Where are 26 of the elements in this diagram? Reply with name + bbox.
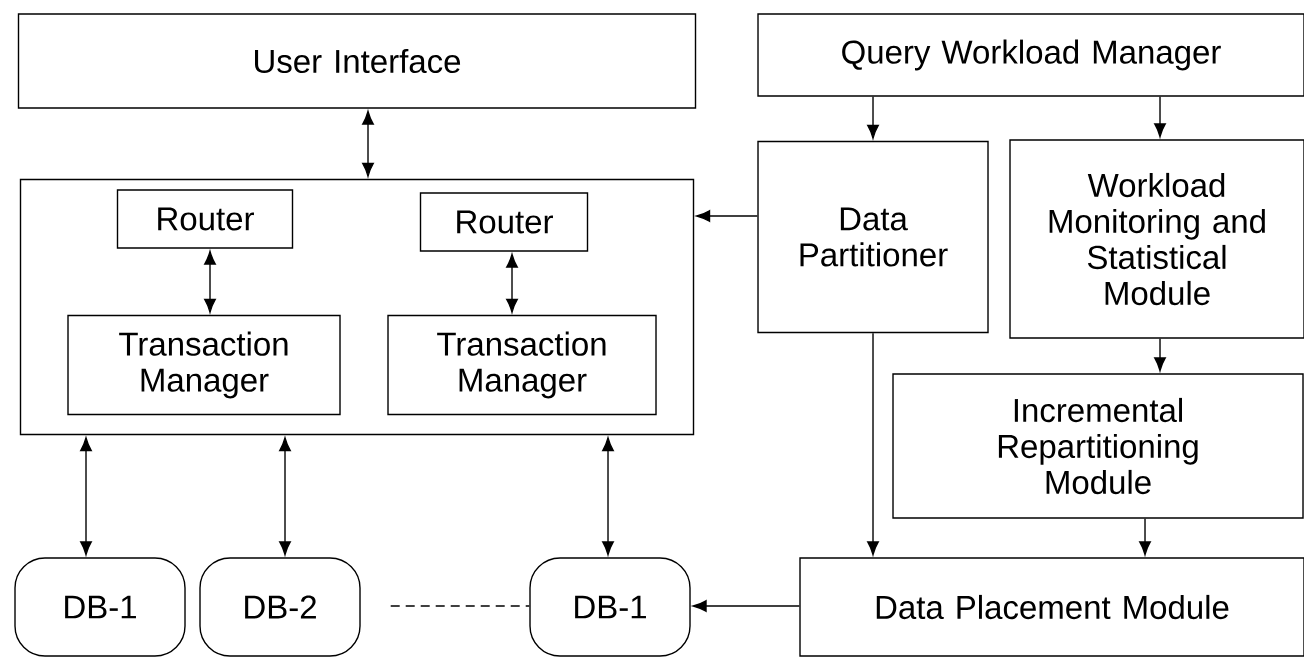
arrow: [1154, 96, 1166, 138]
process-box: Router: [116, 189, 294, 249]
process-box: Workload Monitoring and Statistical Module: [1009, 139, 1304, 339]
arrow: [362, 110, 374, 177]
process-box: Data Placement Module: [799, 557, 1304, 657]
process-box: Router: [419, 192, 589, 252]
process-box: Query Workload Manager: [757, 13, 1304, 97]
process-box: Transaction Manager: [387, 314, 657, 416]
process-box: Incremental Repartitioning Module: [892, 373, 1304, 519]
process-box: Data Partitioner: [757, 140, 989, 334]
arrow: [1154, 338, 1166, 372]
arrow: [867, 96, 879, 139]
arrow: [1139, 518, 1151, 556]
database-node: DB-2: [199, 557, 361, 657]
arrow: [867, 332, 879, 556]
database-node: DB-1: [14, 557, 186, 657]
process-box: User Interface: [17, 13, 697, 109]
arrow: [80, 437, 92, 556]
arrow: [692, 600, 800, 612]
arrow: [602, 437, 614, 556]
database-node: DB-1: [529, 557, 691, 657]
arrow: [279, 437, 291, 556]
arrow: [506, 253, 518, 313]
arrow: [696, 210, 758, 222]
process-box: Transaction Manager: [67, 314, 341, 416]
arrow: [204, 250, 216, 313]
